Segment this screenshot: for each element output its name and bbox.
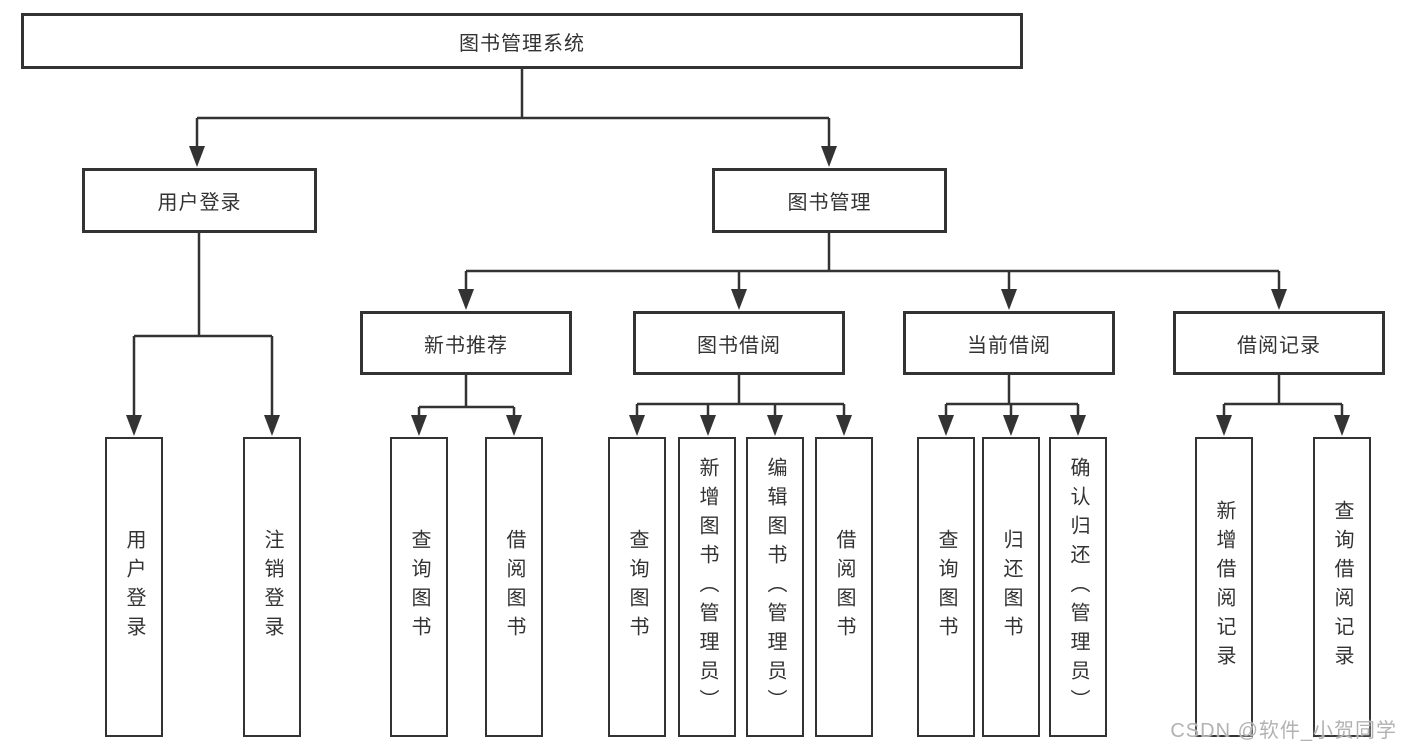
- leaf-label: 借阅图书: [503, 529, 525, 645]
- leaf-label: 编辑图书（管理员）: [764, 456, 786, 718]
- csdn-watermark: CSDN @软件_小贺同学: [1170, 720, 1397, 742]
- leaf-add-borrow-record: 新增借阅记录: [1195, 437, 1253, 737]
- node-user-login-branch: 用户登录: [82, 168, 317, 233]
- arrowheads: [126, 146, 1350, 436]
- node-label: 图书借阅: [697, 334, 781, 357]
- leaf-label: 查询图书: [626, 529, 648, 645]
- node-current-borrow: 当前借阅: [903, 311, 1115, 375]
- leaf-label: 查询图书: [935, 529, 957, 645]
- leaf-label: 新增借阅记录: [1213, 500, 1235, 674]
- leaf-logout: 注销登录: [243, 437, 301, 737]
- leaf-borrow-book-recommend: 借阅图书: [485, 437, 543, 737]
- node-label: 图书管理系统: [459, 32, 585, 55]
- leaf-user-login: 用户登录: [105, 437, 163, 737]
- leaf-query-book-recommend: 查询图书: [390, 437, 448, 737]
- leaf-label: 注销登录: [261, 529, 283, 645]
- leaf-query-book-borrow: 查询图书: [608, 437, 666, 737]
- node-book-management-branch: 图书管理: [712, 168, 947, 233]
- node-book-borrow: 图书借阅: [633, 311, 845, 375]
- node-label: 新书推荐: [424, 334, 508, 357]
- node-label: 用户登录: [157, 192, 242, 214]
- leaf-label: 确认归还（管理员）: [1067, 456, 1089, 718]
- leaf-confirm-return-admin: 确认归还（管理员）: [1049, 437, 1107, 737]
- leaf-edit-book-admin: 编辑图书（管理员）: [746, 437, 804, 737]
- leaf-borrow-book: 借阅图书: [815, 437, 873, 737]
- leaf-query-book-current: 查询图书: [917, 437, 975, 737]
- leaf-add-book-admin: 新增图书（管理员）: [678, 437, 736, 737]
- leaf-return-book: 归还图书: [982, 437, 1040, 737]
- node-library-management-system: 图书管理系统: [21, 13, 1023, 69]
- leaf-label: 查询图书: [408, 529, 430, 645]
- leaf-query-borrow-record: 查询借阅记录: [1313, 437, 1371, 737]
- leaf-label: 用户登录: [123, 529, 145, 645]
- node-label: 借阅记录: [1237, 334, 1321, 357]
- leaf-label: 借阅图书: [833, 529, 855, 645]
- leaf-label: 新增图书（管理员）: [696, 456, 718, 718]
- node-label: 当前借阅: [967, 334, 1051, 357]
- leaf-label: 归还图书: [1000, 529, 1022, 645]
- node-new-book-recommend: 新书推荐: [360, 311, 572, 375]
- node-label: 图书管理: [787, 192, 872, 214]
- leaf-label: 查询借阅记录: [1331, 500, 1353, 674]
- node-borrow-records: 借阅记录: [1173, 311, 1385, 375]
